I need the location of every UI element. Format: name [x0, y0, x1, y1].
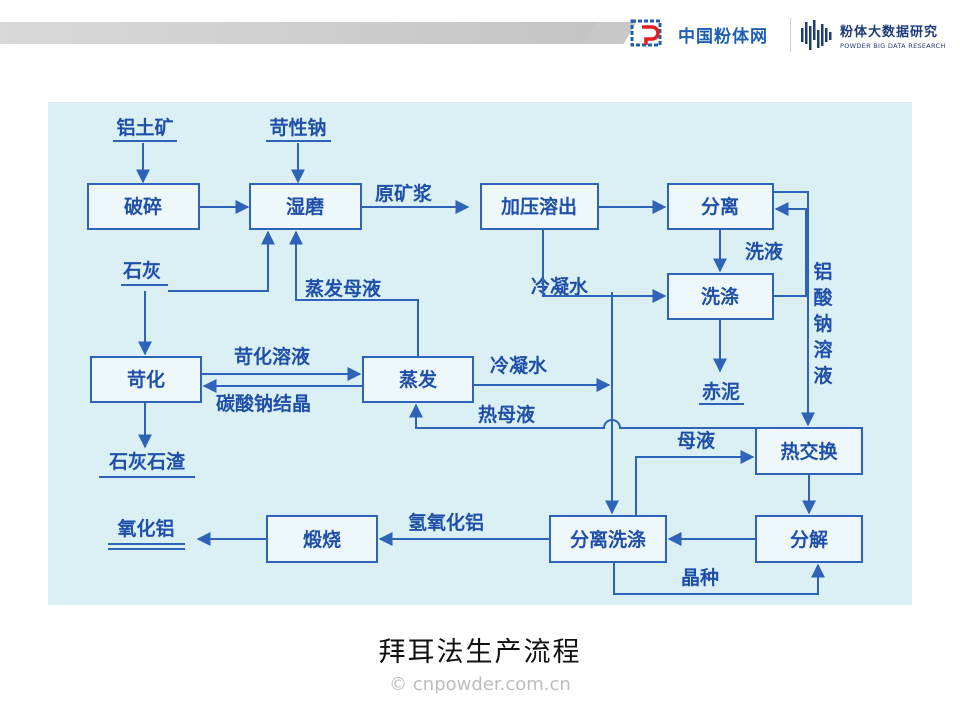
- hot-mother-liquor-label: 热母液: [478, 403, 536, 426]
- caustic-solution-label: 苛化溶液: [234, 345, 311, 368]
- arrow-separationwashing-decomposition: [613, 562, 825, 595]
- aluminum-hydroxide-label: 氢氧化铝: [408, 511, 484, 534]
- heat-exchange-label: 热交换: [780, 440, 838, 463]
- causticization-label: 苛化: [127, 368, 165, 391]
- condensate-water-1-label: 冷凝水: [531, 275, 589, 298]
- cnpowder-logo-icon: [630, 19, 674, 49]
- crushing-box: [87, 183, 200, 230]
- svg-text:液: 液: [813, 364, 833, 387]
- svg-text:钠: 钠: [813, 312, 832, 335]
- sodium-carbonate-crystal-label: 碳酸钠结晶: [216, 392, 311, 415]
- separation-washing-label: 分离洗涤: [570, 528, 646, 551]
- washing-label: 洗涤: [701, 285, 739, 308]
- header-band: [0, 22, 612, 44]
- arrow-evaporation-wetgrinding: [289, 230, 419, 357]
- mother-liquor-label: 母液: [677, 429, 716, 452]
- wash-liquor-label: 洗液: [745, 240, 784, 263]
- copyright-watermark: © cnpowder.com.cn: [389, 674, 571, 695]
- arrow-washing-separation: [773, 202, 807, 297]
- powder-big-data-logo[interactable]: 粉体大数据研究 POWDER BIG DATA RESEARCH: [800, 16, 946, 54]
- cnpowder-logo[interactable]: 中国粉体网: [630, 18, 768, 50]
- logo2-subtitle: POWDER BIG DATA RESEARCH: [840, 41, 946, 50]
- arrow-digestion-condensate: [542, 229, 667, 303]
- separation-washing-box: [549, 515, 667, 563]
- wet-grinding-box: [249, 183, 362, 230]
- barcode-logo-icon: [800, 18, 834, 52]
- figure-caption: 拜耳法生产流程: [378, 637, 582, 668]
- evaporated-mother-liquor-label: 蒸发母液: [305, 277, 382, 300]
- bauxite-label: 铝土矿: [116, 116, 173, 139]
- crushing-label: 破碎: [124, 195, 162, 218]
- svg-text:溶: 溶: [813, 338, 832, 361]
- washing-box: [667, 273, 774, 320]
- separation-label: 分离: [701, 195, 739, 218]
- arrow-separation-heatexchange: [773, 191, 815, 427]
- red-mud-label: 赤泥: [702, 381, 740, 403]
- bayer-process-flowchart: .box { fill: #eef8fb; stroke: #2f63b8; s…: [87, 116, 863, 595]
- decomposition-box: [755, 515, 863, 563]
- sodium-aluminate-solution-label: 铝 酸 钠 溶 液: [813, 260, 833, 387]
- svg-text:铝: 铝: [813, 260, 832, 283]
- lime-residue-label: 石灰石渣: [108, 450, 186, 473]
- evaporation-box: [362, 356, 474, 403]
- cnpowder-logo-text: 中国粉体网: [678, 26, 768, 47]
- arrow-separationwashing-heatexchange: [635, 450, 755, 516]
- decomposition-label: 分解: [790, 528, 828, 551]
- evaporation-label: 蒸发: [399, 368, 438, 391]
- calcination-label: 煅烧: [303, 528, 341, 551]
- condensate-water-2-label: 冷凝水: [490, 354, 548, 377]
- arrow-lime-wetgrinding: [168, 230, 275, 292]
- pressure-digestion-label: 加压溶出: [500, 195, 577, 218]
- svg-text:酸: 酸: [813, 286, 833, 309]
- alumina-label: 氧化铝: [117, 517, 174, 540]
- caustic-soda-label: 苛性钠: [269, 116, 326, 139]
- lime-label: 石灰: [122, 259, 161, 282]
- wet-grinding-label: 湿磨: [286, 195, 324, 218]
- logo2-title: 粉体大数据研究: [840, 24, 939, 40]
- logo-divider: [790, 18, 791, 52]
- arrow-heatexchange-evaporation: [409, 403, 756, 429]
- raw-slurry-label: 原矿浆: [375, 182, 433, 205]
- seed-crystal-label: 晶种: [681, 567, 719, 589]
